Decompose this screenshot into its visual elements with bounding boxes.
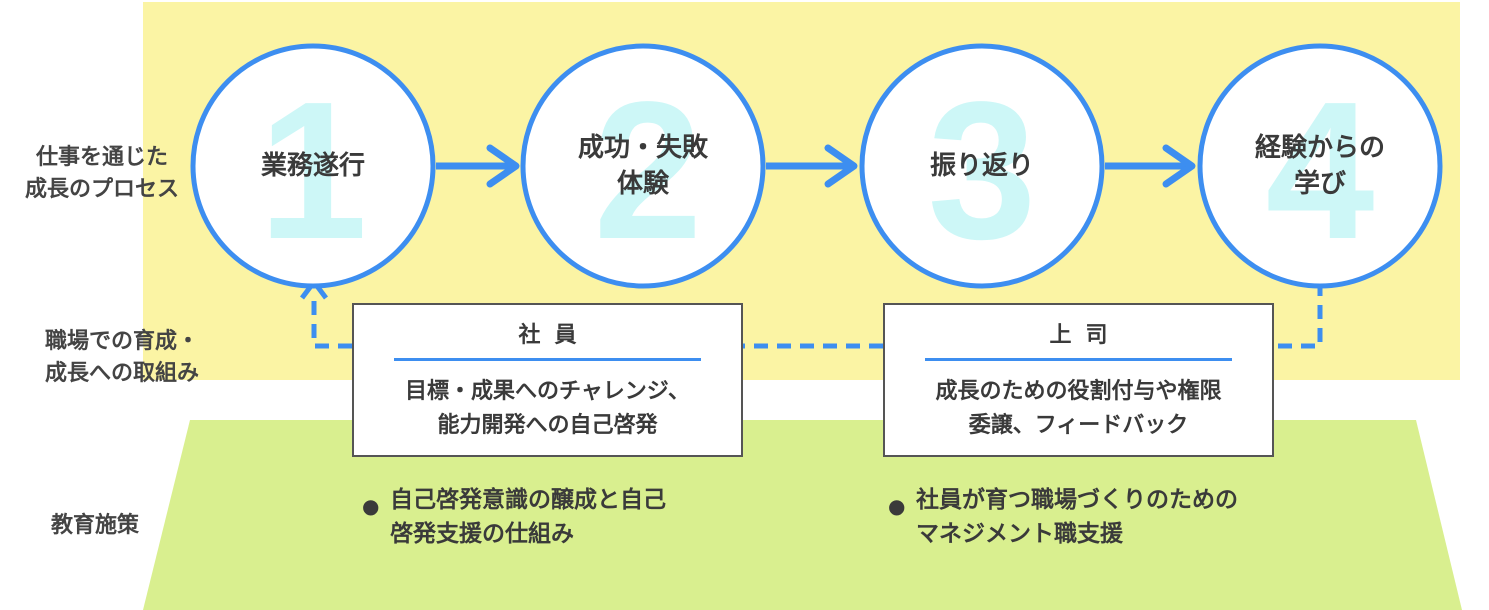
boss-box-line-1: 成長のための役割付与や権限 (935, 379, 1222, 404)
employee-box: 社員 目標・成果へのチャレンジ、 能力開発への自己啓発 (352, 303, 743, 457)
arrow-1-2 (436, 144, 520, 188)
step-3-number: 3 (927, 61, 1036, 280)
step-2-label-line-1: 成功・失敗 (577, 133, 708, 163)
step-4-label: 経験からの 学び (1220, 130, 1420, 202)
workplace-row-label: 職場での育成・ 成長への取組み (22, 326, 222, 390)
step-2-label-line-2: 体験 (616, 169, 669, 199)
arrow-3-4 (1105, 144, 1196, 188)
bullet-dot-icon: ● (888, 494, 906, 518)
step-2-number: 2 (593, 61, 702, 280)
process-row-label: 仕事を通じた 成長のプロセス (12, 142, 192, 206)
step-4: 4 (1197, 43, 1443, 289)
education-row-label: 教育施策 (50, 513, 139, 538)
boss-box-divider (925, 358, 1232, 361)
step-3-label: 振り返り (882, 148, 1082, 184)
employee-box-line-1: 目標・成果へのチャレンジ、 (404, 379, 691, 404)
step-1-label: 業務遂行 (213, 148, 413, 184)
workplace-label-line-2: 成長への取組み (44, 361, 199, 386)
arrow-1-2-head (486, 144, 520, 188)
arrow-2-3-head (824, 144, 858, 188)
education-bullet-right-line-2: マネジメント職支援 (916, 521, 1123, 547)
education-bullet-left: ● 自己啓発意識の醸成と自己 啓発支援の仕組み (362, 483, 752, 551)
arrow-3-4-head (1162, 144, 1196, 188)
employee-box-divider (394, 358, 701, 361)
step-4-circle (1197, 43, 1443, 289)
step-4-label-line-1: 経験からの (1254, 133, 1385, 163)
step-3-circle (859, 43, 1105, 289)
employee-box-body: 目標・成果へのチャレンジ、 能力開発への自己啓発 (354, 375, 741, 443)
loop-right-segment (1276, 282, 1323, 349)
employee-box-line-2: 能力開発への自己啓発 (437, 413, 658, 438)
step-4-label-line-2: 学び (1293, 169, 1346, 199)
step-4-number: 4 (1265, 61, 1374, 280)
step-1-label-line-1: 業務遂行 (260, 151, 365, 181)
education-bullet-right-line-1: 社員が育つ職場づくりのための (916, 487, 1238, 513)
step-2-circle (520, 43, 766, 289)
bullet-dot-icon: ● (362, 494, 380, 518)
process-label-line-2: 成長のプロセス (24, 177, 179, 202)
loop-left-segment (311, 296, 352, 349)
step-1-number: 1 (258, 61, 367, 280)
workplace-label-line-1: 職場での育成・ (44, 329, 199, 354)
arrow-2-3 (766, 144, 858, 188)
step-1-circle (190, 43, 436, 289)
step-2-label: 成功・失敗 体験 (543, 130, 743, 202)
step-3-label-line-1: 振り返り (929, 151, 1034, 181)
employee-box-title: 社員 (518, 323, 591, 348)
boss-box-line-2: 委譲、フィードバック (968, 413, 1189, 438)
process-label-line-1: 仕事を通じた (35, 145, 168, 170)
education-bullet-right: ● 社員が育つ職場づくりのための マネジメント職支援 (888, 483, 1308, 551)
education-bullet-left-line-2: 啓発支援の仕組み (390, 521, 574, 547)
education-bullet-left-line-1: 自己啓発意識の醸成と自己 (390, 487, 666, 513)
step-1: 1 (190, 43, 436, 289)
step-2: 2 (520, 43, 766, 289)
boss-box-body: 成長のための役割付与や権限 委譲、フィードバック (885, 375, 1272, 443)
boss-box: 上司 成長のための役割付与や権限 委譲、フィードバック (883, 303, 1274, 457)
step-3: 3 (859, 43, 1105, 289)
boss-box-title: 上司 (1049, 323, 1122, 348)
